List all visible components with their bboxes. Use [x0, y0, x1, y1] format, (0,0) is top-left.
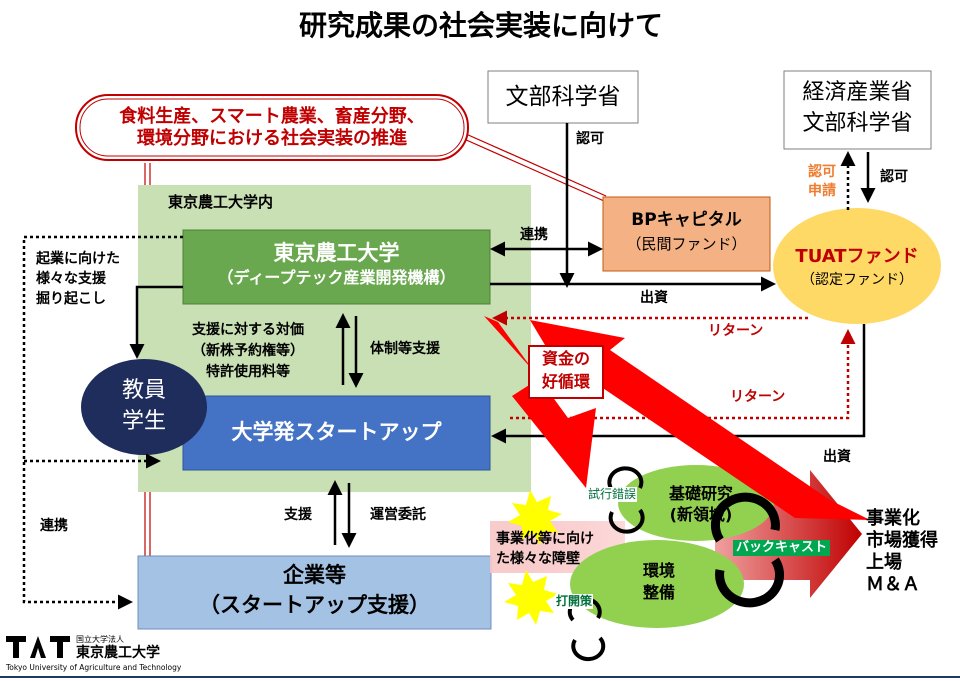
logo-small-text: 国立大学法人	[76, 635, 124, 644]
compensation-line-1: 支援に対する対価	[192, 322, 304, 338]
bp-capital-sub: （民間ファンド）	[626, 235, 747, 253]
partnership-bp-label: 連携	[520, 227, 548, 243]
startup-support-line-1: 起業に向けた	[36, 251, 120, 267]
logo-mark	[6, 636, 70, 658]
basic-research-blob	[618, 465, 774, 541]
callout-box	[75, 94, 469, 161]
return-top-label: リターン	[708, 323, 764, 339]
faculty-ellipse	[81, 359, 207, 455]
backcast-label: バックキャスト	[733, 540, 831, 557]
system-support-label: 体制等支援	[370, 341, 440, 357]
approval-right-label: 認可	[880, 169, 908, 185]
compensation-line-2: （新株予約権等）	[192, 343, 304, 359]
meti-line-2: 文部科学省	[802, 111, 913, 136]
compensation-line-3: 特許使用料等	[206, 364, 290, 380]
environment-blob	[570, 540, 744, 628]
virtuous-cycle-box	[528, 345, 604, 399]
callout-line-1: 食料生産、スマート農業、畜産分野、	[119, 106, 425, 127]
burst-star-1	[508, 490, 562, 545]
trial-error-label: 試行錯誤	[587, 487, 638, 502]
red-cycle-arrow-lower	[484, 316, 596, 488]
callout-connector	[144, 129, 607, 556]
callout-line-2: 環境分野における社会実装の推進	[137, 128, 407, 149]
flow-arrows	[129, 123, 876, 548]
bp-capital-box	[602, 196, 771, 272]
faculty-line-2: 学生	[121, 409, 166, 434]
investment-top-label: 出資	[640, 290, 668, 306]
tuat-fund-name: TUATファンド	[795, 246, 919, 267]
dotted-arrows	[22, 235, 183, 610]
startup-support-line-2: 様々な支援	[36, 271, 106, 287]
meti-box	[783, 70, 932, 150]
companies-line-1: 企業等	[283, 563, 346, 587]
page-title: 研究成果の社会実装に向けて	[298, 9, 663, 42]
university-subname: （ディープテック産業開発機構）	[217, 268, 456, 287]
approval-request-label-1: 認可	[808, 164, 836, 180]
faculty-line-1: 教員	[121, 378, 166, 403]
companies-line-2: （スタートアップ支援）	[199, 593, 430, 617]
university-box	[182, 229, 491, 305]
mext-box	[487, 70, 639, 124]
startup-box	[182, 395, 491, 471]
logo-name: 東京農工大学	[76, 645, 160, 661]
partnership-left-label: 連携	[40, 518, 68, 534]
basic-research-line-1: 基礎研究	[668, 484, 733, 503]
university-name: 東京農工大学	[273, 241, 400, 265]
logo-english: Tokyo University of Agriculture and Tech…	[6, 663, 182, 672]
outcome-item: 事業化	[866, 508, 920, 529]
burst-star-2	[504, 570, 558, 625]
startup-support-line-3: 掘り起こし	[36, 291, 106, 307]
return-bottom-label: リターン	[730, 389, 786, 405]
environment-line-1: 環境	[642, 561, 675, 580]
barrier-line-1: 事業化等に向け	[496, 531, 594, 547]
outcome-item: Ｍ＆Ａ	[866, 574, 920, 595]
red-cycle-arrow-upper	[530, 320, 870, 520]
startup-label: 大学発スタートアップ	[231, 420, 442, 444]
environment-line-2: 整備	[642, 583, 675, 602]
outcome-item: 上場	[866, 552, 902, 573]
campus-label: 東京農工大学内	[168, 193, 274, 211]
approval-top-label: 認可	[576, 131, 604, 147]
mext-label: 文部科学省	[505, 84, 621, 110]
tuat-fund-sub: （認定ファンド）	[801, 272, 913, 288]
tuat-fund-ellipse	[773, 208, 941, 324]
operation-label: 運営委託	[370, 507, 426, 523]
investment-bottom-label: 出資	[823, 449, 851, 465]
meti-line-1: 経済産業省	[802, 80, 913, 105]
virtuous-cycle-line-2: 好循環	[541, 372, 590, 391]
basic-research-line-2: (新領域)	[669, 505, 733, 524]
outcome-item: 市場獲得	[866, 530, 938, 551]
outcomes-list: 事業化 市場獲得 上場 Ｍ＆Ａ	[866, 508, 938, 596]
bp-capital-name: BPキャピタル	[631, 210, 742, 230]
barrier-line-2: た様々な障壁	[496, 551, 580, 567]
support-label: 支援	[284, 507, 312, 523]
approval-request-label-2: 申請	[808, 183, 836, 199]
virtuous-cycle-line-1: 資金の	[541, 349, 590, 368]
return-arrows	[492, 310, 856, 420]
companies-box	[137, 555, 492, 630]
breakthrough-label: 打開策	[555, 594, 594, 609]
